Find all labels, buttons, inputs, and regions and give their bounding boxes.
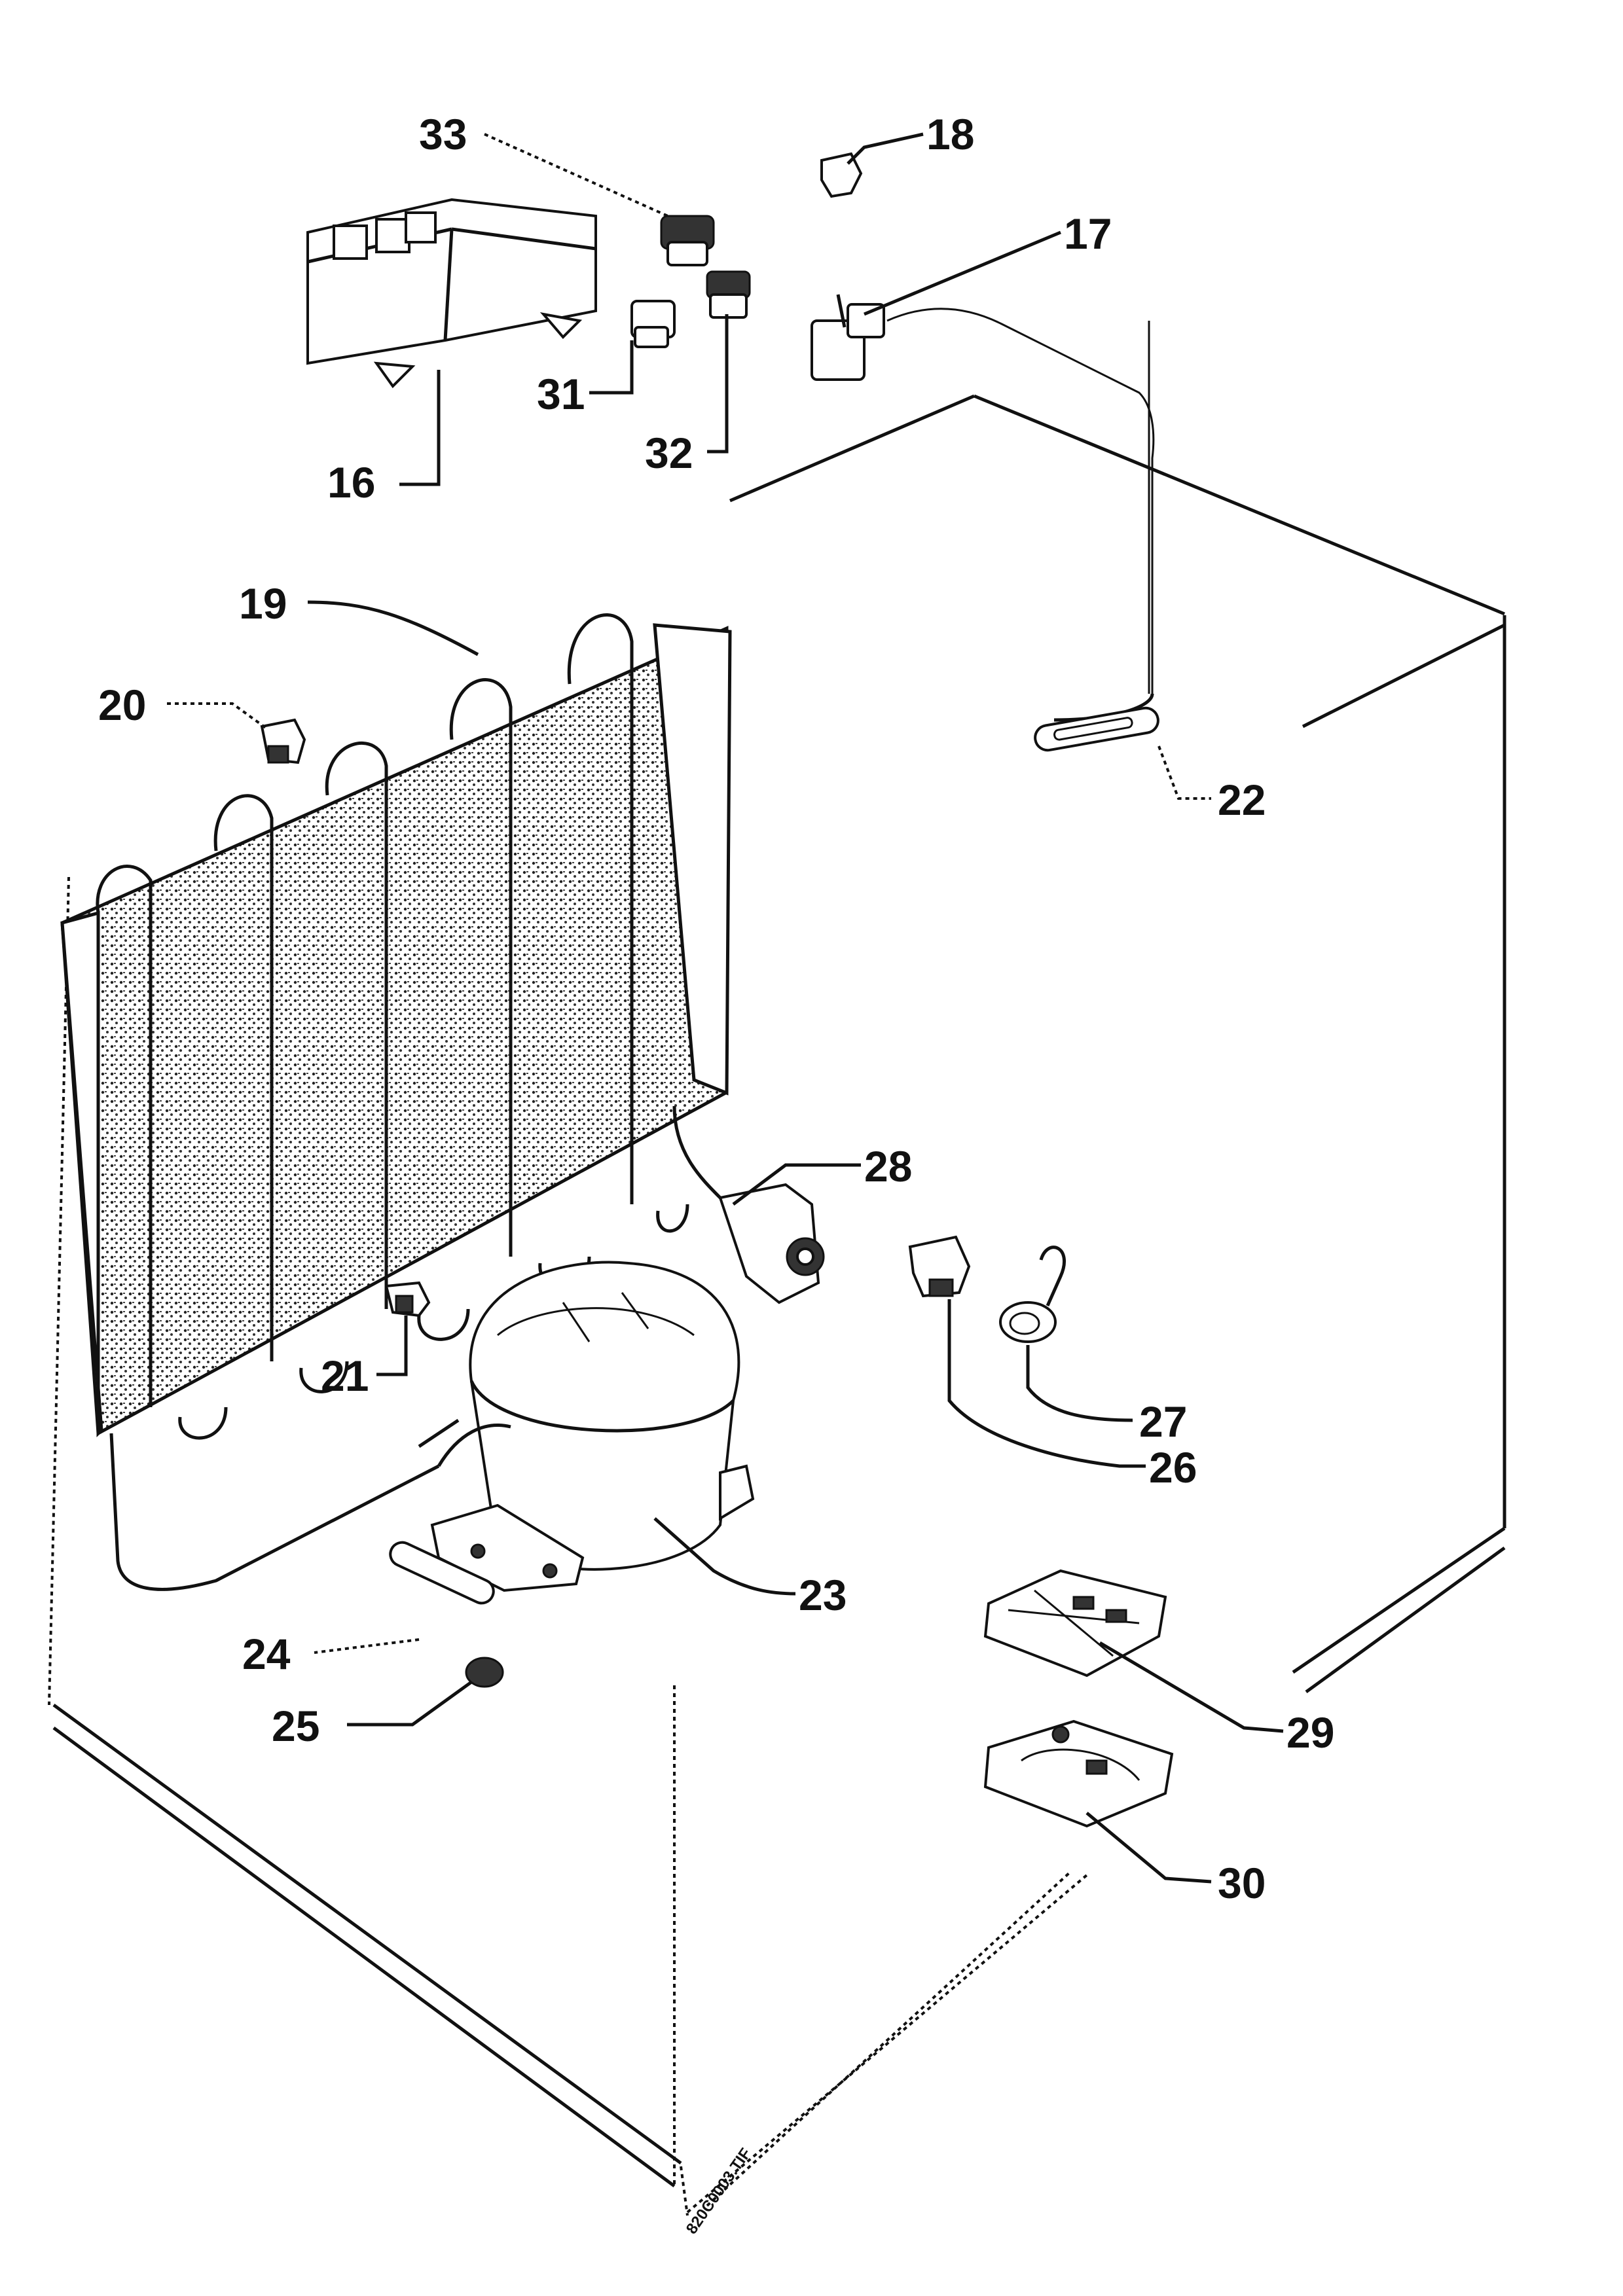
label-26: 26 [1149,1443,1197,1492]
label-22: 22 [1218,776,1266,824]
thermostat [811,294,1155,722]
label-29: 29 [1286,1708,1334,1757]
label-16: 16 [327,458,375,507]
control-board-30 [983,1719,1174,1828]
clamp-24 [389,1541,495,1605]
leader-lines [167,132,1284,1884]
knob-31 [630,300,676,348]
overload-27 [999,1246,1066,1343]
file-name-stamp: 820C0003.TIF [683,2145,755,2237]
label-33: 33 [419,110,467,158]
label-27: 27 [1139,1397,1187,1446]
cap-18 [820,152,863,198]
label-31: 31 [537,370,585,418]
label-19: 19 [239,579,287,628]
grommet-25 [465,1657,504,1688]
sensor-clamp [1034,706,1159,752]
relay-28 [718,1183,825,1304]
label-24: 24 [242,1630,291,1678]
label-17: 17 [1064,209,1112,258]
label-30: 30 [1218,1859,1266,1907]
label-21: 21 [321,1352,369,1400]
cabinet-outline [48,394,1506,2216]
relay-26 [908,1235,971,1298]
clip-21 [384,1281,431,1318]
label-25: 25 [272,1702,319,1750]
label-20: 20 [98,681,146,729]
knob-33 [660,215,715,266]
label-23: 23 [799,1571,847,1619]
part-labels: 16 17 18 19 20 21 22 23 24 25 26 27 28 2… [98,110,1334,1907]
knob-32 [706,270,751,319]
ice-tray [306,198,597,389]
condenser [60,613,761,1591]
label-32: 32 [645,429,693,477]
label-28: 28 [864,1142,912,1191]
control-board-29 [983,1569,1167,1677]
clip-20 [260,718,306,764]
label-18: 18 [926,110,974,158]
